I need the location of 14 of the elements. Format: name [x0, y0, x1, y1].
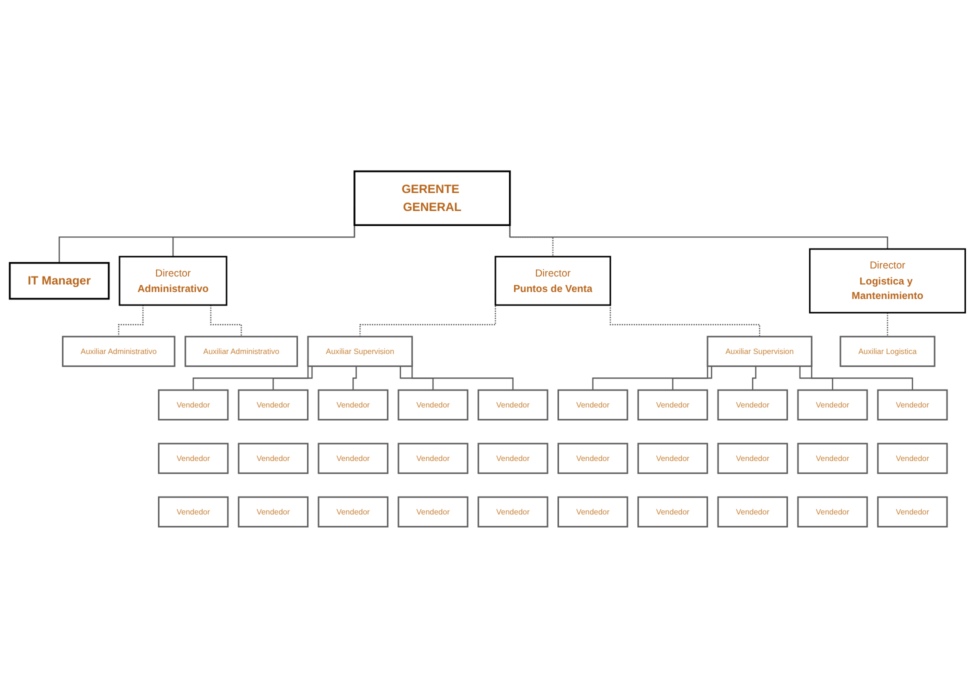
connector [118, 305, 144, 338]
connector [799, 366, 834, 391]
node-box: GERENTE GENERAL [354, 170, 511, 226]
node-box: Director Administrativo [118, 256, 228, 306]
connector [352, 366, 357, 391]
connector [752, 366, 756, 391]
connector [272, 366, 313, 391]
connector [672, 366, 712, 391]
node-box: Director Logistica y Mantenimiento [809, 248, 966, 314]
connector [400, 366, 434, 391]
node-box: Director Puntos de Venta [494, 256, 612, 306]
connector [886, 312, 888, 338]
node-box: IT Manager [8, 262, 110, 300]
connector [210, 305, 242, 338]
